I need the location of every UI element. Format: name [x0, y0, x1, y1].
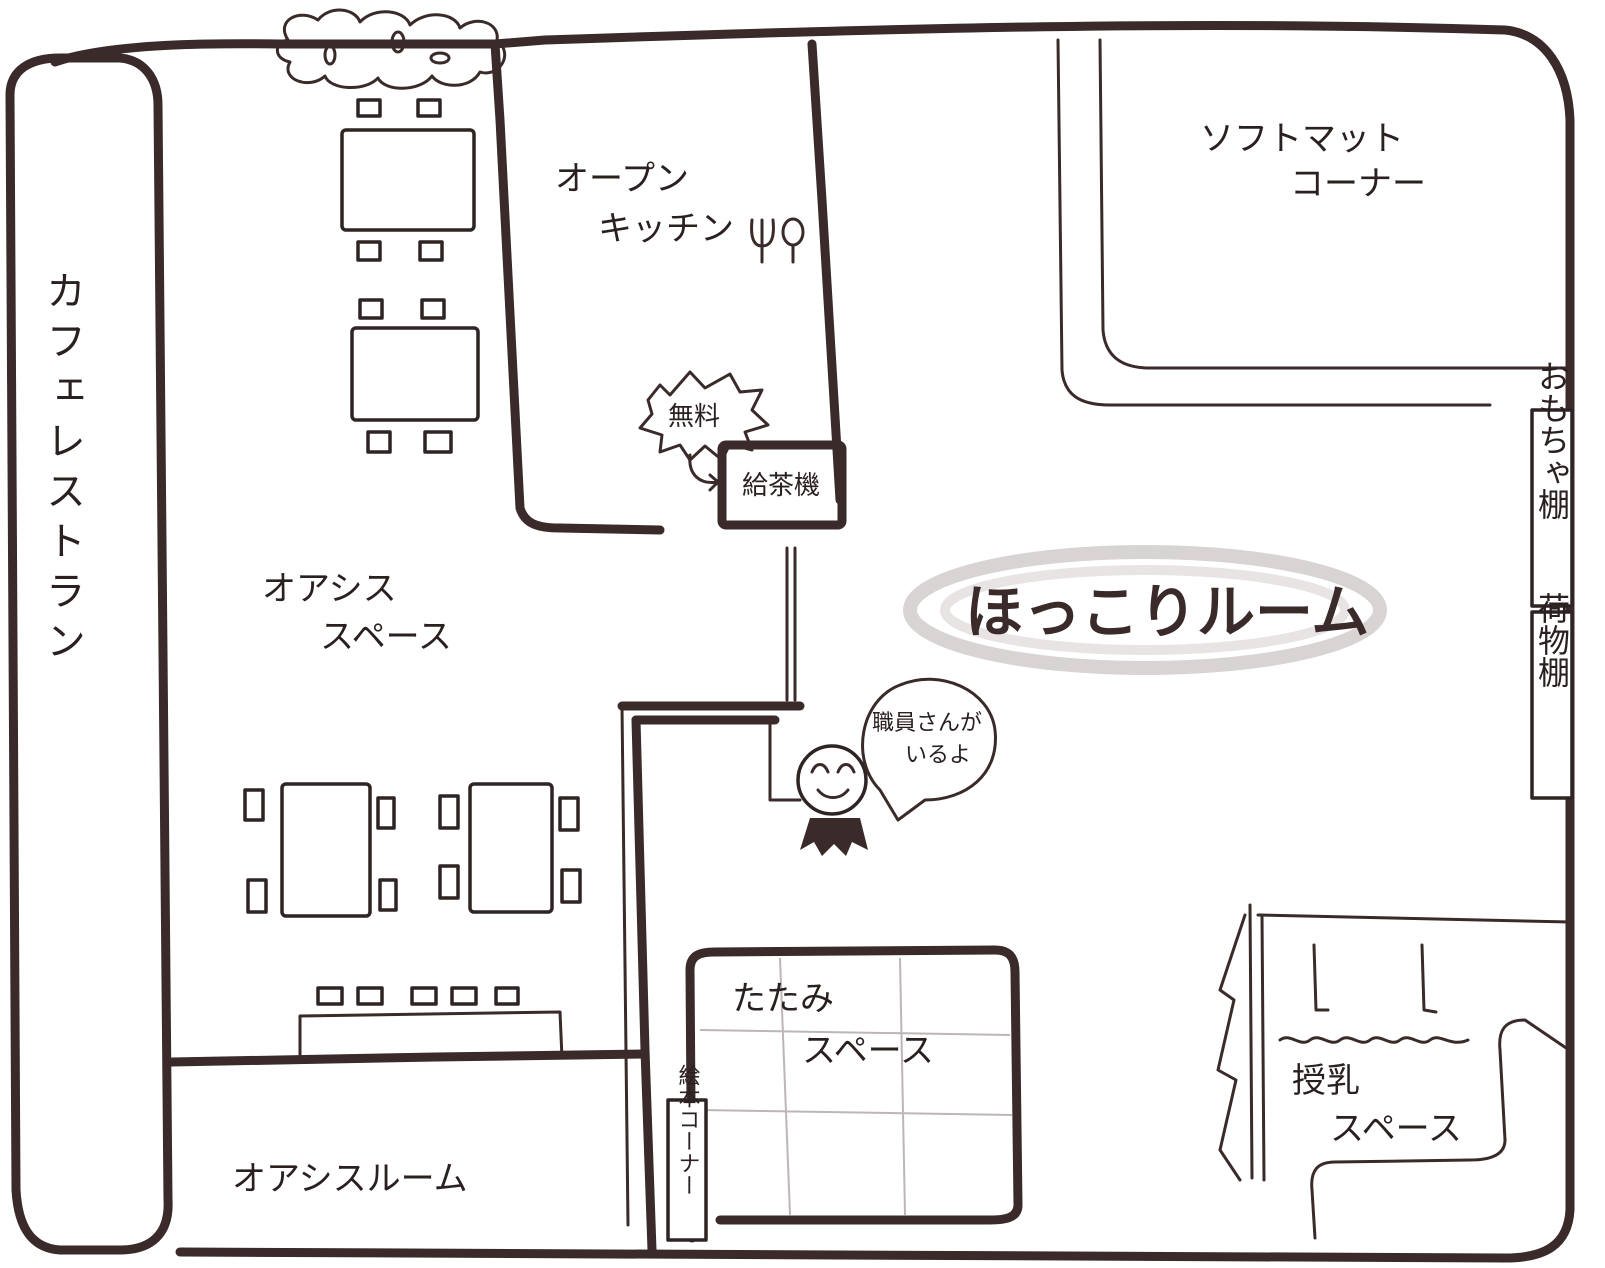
map-title: ほっこりルーム — [965, 578, 1369, 646]
oasis-space-label-2: スペース — [320, 617, 452, 657]
picture-book-corner: 絵本コーナー — [666, 1064, 708, 1242]
luggage-shelf-label: 荷物棚 — [1533, 592, 1571, 688]
free-badge: 無料 — [638, 370, 770, 492]
staff-bubble-line1: 職員さんが — [872, 711, 982, 736]
tea-server: 給茶機 — [717, 440, 847, 530]
open-kitchen-label-2: キッチン — [598, 209, 734, 249]
free-badge-label: 無料 — [668, 402, 720, 432]
upper-tables — [340, 98, 480, 454]
counter-bench — [298, 986, 564, 1064]
plant-icon — [275, 8, 507, 90]
nursing-space — [1216, 903, 1574, 1240]
staff-bubble-line2: いるよ — [905, 743, 971, 768]
staff-figure-icon — [796, 744, 868, 856]
kitchen-walls — [490, 39, 845, 535]
cutlery-icon — [750, 217, 805, 264]
title-glow — [903, 545, 1387, 675]
shelves: おもちゃ棚 荷物棚 — [1530, 360, 1574, 800]
nursing-label-1: 授乳 — [1292, 1061, 1360, 1101]
tatami-label-2: スペース — [802, 1031, 934, 1071]
divider — [785, 546, 797, 702]
cafe-restaurant-label: カフェレストラン — [39, 270, 85, 670]
staff-speech-bubble: 職員さんが いるよ — [861, 677, 997, 822]
open-kitchen-label-1: オープン — [555, 159, 689, 199]
tatami-space — [685, 945, 1023, 1243]
tatami-label-1: たたみ — [732, 979, 834, 1019]
soft-mat-label-1: ソフトマット — [1200, 119, 1404, 159]
outer-walls — [5, 20, 1575, 1263]
tea-server-label: 給茶機 — [742, 471, 820, 501]
oasis-room-wall — [167, 1049, 650, 1067]
oasis-space-label-1: オアシス — [262, 569, 397, 609]
soft-mat-label-2: コーナー — [1290, 164, 1426, 204]
picture-book-corner-label: 絵本コーナー — [675, 1064, 701, 1196]
soft-mat-walls — [1056, 38, 1572, 407]
center-partition — [617, 701, 805, 1255]
toy-shelf-label: おもちゃ棚 — [1533, 360, 1571, 520]
nursing-label-2: スペース — [1330, 1109, 1462, 1149]
oasis-room-label: オアシスルーム — [232, 1159, 468, 1199]
lower-tables — [243, 782, 582, 918]
